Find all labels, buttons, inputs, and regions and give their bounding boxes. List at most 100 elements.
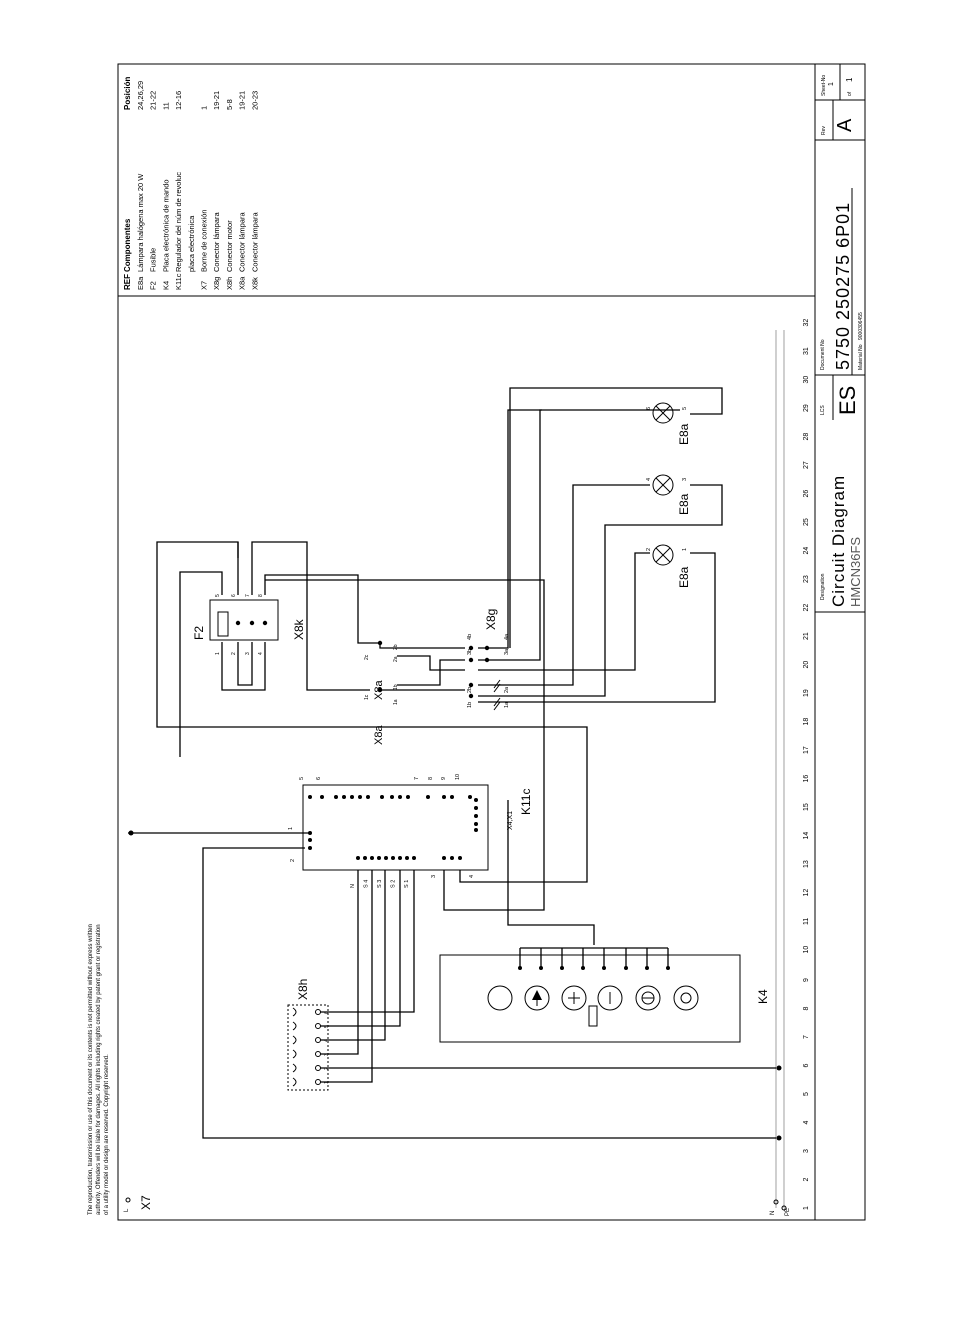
grid-number: 7 <box>803 1035 810 1039</box>
component-ref: X8a <box>238 276 247 290</box>
k11c-side-pin-label: N <box>350 884 356 888</box>
component-name: Fusible <box>149 248 158 272</box>
component-position: 24,26,29 <box>136 81 145 110</box>
grid-number: 3 <box>803 1149 810 1153</box>
drawing-frame <box>117 63 866 1221</box>
k11c-pad <box>398 795 402 799</box>
material-number: 9000306455 <box>858 312 864 340</box>
x8a-pin-label: 1b <box>393 684 399 690</box>
k4-contact <box>581 966 585 970</box>
component-name: Regulador del núm de revoluc <box>174 172 183 272</box>
component-ref: X7 <box>200 281 209 290</box>
rail-l-label: L <box>124 1208 130 1212</box>
k11c-pad <box>342 795 346 799</box>
x8g-label: X8g <box>484 609 498 630</box>
component-position: 11 <box>161 102 170 110</box>
component-ref: X8g <box>212 277 221 290</box>
component-name: Conector lámpara <box>212 212 221 272</box>
k11c-pad <box>363 856 367 860</box>
x8h-pin <box>315 1065 321 1071</box>
x8h-pin-label: 6 <box>324 1011 330 1014</box>
k11c-pad <box>320 795 324 799</box>
component-position: 19-21 <box>212 91 221 110</box>
x8g-connector: X8g <box>468 609 501 711</box>
rail-pe-label: PE <box>785 1208 791 1216</box>
grid-number: 25 <box>803 518 810 526</box>
k4-contact <box>560 966 564 970</box>
disclaimer-line-1: The reproduction, transmission or use of… <box>88 924 94 1215</box>
k11c-pad <box>356 856 360 860</box>
grid-number: 32 <box>803 319 810 327</box>
k11c-pad <box>370 856 374 860</box>
sheet-no-label: Sheet-No <box>821 75 827 96</box>
e8a-lamp-1: E8a <box>652 544 691 588</box>
k4-contact <box>645 966 649 970</box>
x8h-pin <box>315 1023 321 1029</box>
k4-contact <box>624 966 628 970</box>
table-header-position: Posición <box>123 77 132 110</box>
grid-number: 9 <box>803 978 810 982</box>
k11c-misc-pin-label: 4 <box>469 875 475 878</box>
component-name: Conector lámpara <box>238 212 247 272</box>
e8a-lamp-2: E8a <box>652 474 691 515</box>
grid-number: 2 <box>803 1178 810 1182</box>
k11c-pad <box>474 814 478 818</box>
k11c-pad <box>474 798 478 802</box>
x8h-pin <box>315 1009 321 1015</box>
k4-contact <box>539 966 543 970</box>
grid-number: 10 <box>803 946 810 954</box>
k11c-pad <box>442 856 446 860</box>
table-header-ref: REF <box>123 274 132 290</box>
x4x1-label: X4;X1 <box>507 811 514 830</box>
lamp-pin-label: 2 <box>646 548 652 551</box>
k4-label: K4 <box>756 989 770 1004</box>
lamp-pin-label: 3 <box>682 478 688 481</box>
x8h-pin <box>315 1051 321 1057</box>
x8h-socket <box>292 1035 297 1045</box>
component-ref: X8k <box>250 277 259 290</box>
k11c-pad <box>412 856 416 860</box>
copyright-notice: The reproduction, transmission or use of… <box>88 924 110 1215</box>
e8a-lamp-3: E8a <box>652 402 691 445</box>
k11c-pad <box>308 831 312 835</box>
k11c-pad <box>450 795 454 799</box>
lamp-pin-label: 6 <box>646 407 652 410</box>
k11c-side-pin-label: S 2 <box>391 880 397 888</box>
document-number: 5750 250275 6P01 <box>833 202 853 370</box>
component-ref: K11c <box>174 273 183 290</box>
k11c-pad <box>308 795 312 799</box>
k4-contact <box>666 966 670 970</box>
grid-number: 11 <box>803 918 810 925</box>
k11c-pad <box>426 795 430 799</box>
x8g-pin-label: 3a <box>504 648 510 655</box>
x8g-pin-label: 1b <box>467 702 473 708</box>
k11c-pad <box>468 795 472 799</box>
x8h-label: X8h <box>296 979 310 1000</box>
x8a-label-upper: X8a <box>373 680 385 700</box>
k11c-pad <box>308 846 312 850</box>
grid-number: 1 <box>803 1206 810 1210</box>
e8a-label-1: E8a <box>677 566 691 588</box>
disclaimer-line-2: authority. Offenders will be liable for … <box>96 924 102 1215</box>
grid-number: 24 <box>803 547 810 555</box>
rev-value: A <box>834 118 856 132</box>
k11c-pad <box>474 806 478 810</box>
x8h-pin-label: 1 <box>324 1081 330 1084</box>
k11c-top-pin-label: 8 <box>428 777 434 780</box>
f2-top-pin-label: 6 <box>231 594 237 597</box>
k11c-pad <box>458 856 462 860</box>
k11c-pad <box>366 795 370 799</box>
grid-number: 23 <box>803 575 810 583</box>
component-ref: K4 <box>161 281 170 290</box>
k11c-top-pin-label: 7 <box>414 777 420 780</box>
component-position: 21-22 <box>149 91 158 110</box>
title-block: Designation Circuit Diagram HMCN36FS LCS… <box>814 64 865 1220</box>
x8k-label: X8k <box>292 618 306 640</box>
component-name: Borne de conexión <box>200 209 209 272</box>
table-header-components: Componentes <box>123 218 132 272</box>
x8g-pin-label: 3b <box>467 649 473 655</box>
k11c-pad <box>450 856 454 860</box>
k11c-pad <box>380 795 384 799</box>
